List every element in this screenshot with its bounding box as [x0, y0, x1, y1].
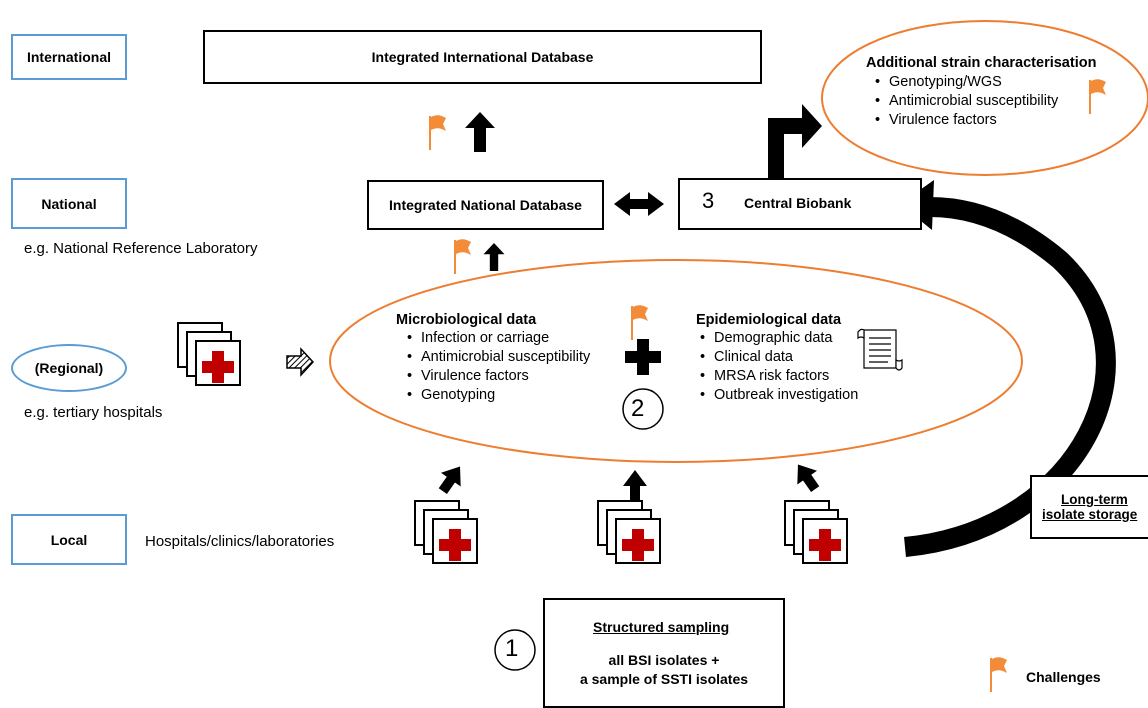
- epidemiological-item: Demographic data: [700, 329, 858, 348]
- central-biobank-box: 3 Central Biobank: [678, 178, 922, 230]
- flag-icon: [990, 656, 1008, 693]
- long-term-line1: Long-term: [1061, 492, 1128, 507]
- level-national: National: [11, 178, 127, 229]
- additional-item: Genotyping/WGS: [875, 73, 1096, 92]
- regional-example: e.g. tertiary hospitals: [24, 404, 163, 421]
- microbiological-item: Infection or carriage: [407, 329, 590, 348]
- data-ellipse: [329, 259, 1023, 463]
- national-example: e.g. National Reference Laboratory: [24, 240, 258, 257]
- double-arrow: [614, 192, 664, 216]
- circle-step-2: [622, 388, 664, 430]
- hatched-arrow: [286, 347, 315, 377]
- arrow-up-national: [483, 243, 505, 271]
- arrow-local-2: [623, 470, 647, 500]
- sampling-line1: all BSI isolates +: [608, 652, 720, 668]
- microbiological-item: Antimicrobial susceptibility: [407, 348, 590, 367]
- sampling-title: Structured sampling: [593, 619, 730, 635]
- medical-record-icon: [784, 500, 848, 564]
- local-example: Hospitals/clinics/laboratories: [145, 533, 335, 550]
- additional-characterisation: Additional strain characterisation Genot…: [866, 55, 1096, 130]
- sampling-line2: a sample of SSTI isolates: [579, 671, 749, 687]
- curved-arrow: [904, 197, 1116, 557]
- epidemiological-item: Outbreak investigation: [700, 386, 858, 405]
- flag-icon: [429, 114, 447, 151]
- long-term-line2: isolate storage: [1042, 507, 1138, 522]
- step-2-number: 2: [631, 395, 645, 422]
- step-1-number: 1: [505, 635, 519, 662]
- level-international: International: [11, 34, 127, 80]
- epidemiological-data: Epidemiological data Demographic data Cl…: [696, 312, 858, 405]
- microbiological-item: Virulence factors: [407, 367, 590, 386]
- long-term-storage-box: Long-term isolate storage: [1030, 475, 1148, 539]
- step-3-number: 3: [702, 188, 715, 213]
- level-regional: (Regional): [11, 344, 127, 392]
- bent-arrow: [768, 104, 822, 192]
- medical-record-icon: [597, 500, 661, 564]
- additional-ellipse: [821, 20, 1148, 176]
- microbiological-item: Genotyping: [407, 386, 590, 405]
- arrow-local-3: [797, 464, 820, 492]
- epidemiological-title: Epidemiological data: [696, 312, 842, 328]
- epidemiological-item: Clinical data: [700, 348, 858, 367]
- microbiological-data: Microbiological data Infection or carria…: [396, 312, 590, 405]
- structured-sampling-box: Structured sampling all BSI isolates + a…: [543, 598, 785, 708]
- level-local: Local: [11, 514, 127, 565]
- epidemiological-item: MRSA risk factors: [700, 367, 858, 386]
- central-biobank-label: Central Biobank: [744, 195, 852, 211]
- arrow-local-1: [438, 466, 461, 494]
- circle-step-1: [494, 629, 536, 671]
- additional-item: Virulence factors: [875, 111, 1096, 130]
- additional-item: Antimicrobial susceptibility: [875, 92, 1096, 111]
- additional-title: Additional strain characterisation: [866, 55, 1097, 71]
- microbiological-title: Microbiological data: [396, 312, 537, 328]
- arrow-up-international: [465, 112, 495, 152]
- national-database-box: Integrated National Database: [367, 180, 604, 230]
- international-database-box: Integrated International Database: [203, 30, 762, 84]
- medical-record-icon: [414, 500, 478, 564]
- flag-icon: [631, 304, 649, 341]
- plus-icon: [625, 339, 661, 375]
- flag-icon: [454, 238, 472, 275]
- medical-record-icon: [177, 322, 241, 386]
- document-scroll-icon: [857, 328, 903, 371]
- legend-challenges: Challenges: [1026, 669, 1101, 685]
